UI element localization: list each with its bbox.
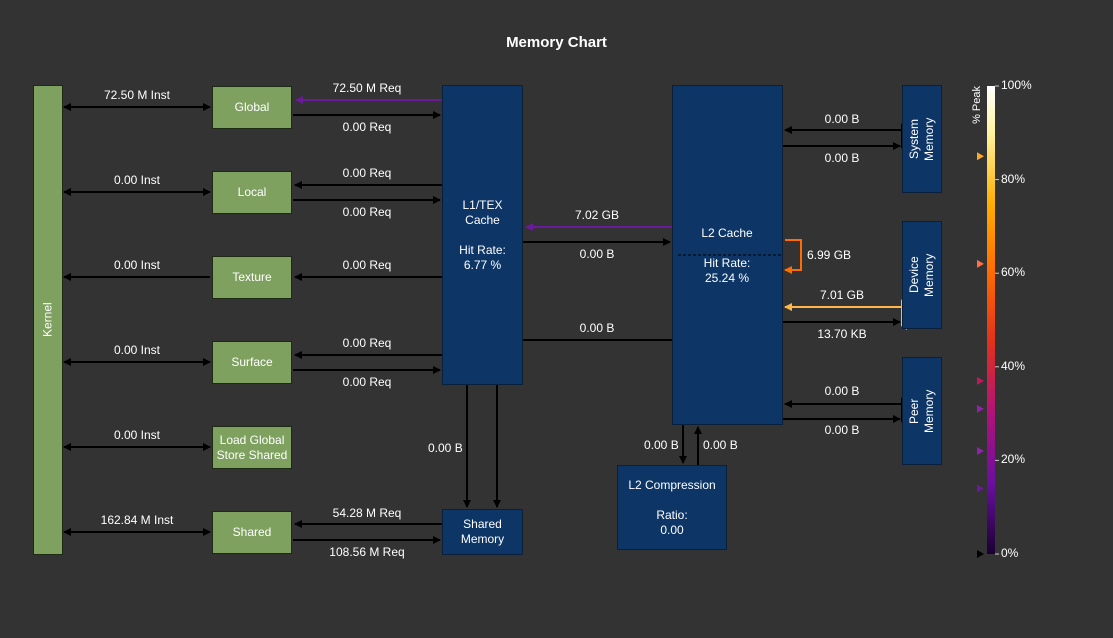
system-memory-label: System Memory <box>907 117 936 161</box>
peak-tick-label: 20% <box>1001 452 1026 467</box>
sys-read-label: 0.00 B <box>824 112 860 126</box>
local-unit[interactable]: Local <box>212 171 292 214</box>
peak-gradient-bar <box>987 86 995 554</box>
peak-marker <box>977 447 984 456</box>
peak-marker <box>977 404 984 413</box>
peak-marker <box>977 376 984 385</box>
chart-title: Memory Chart <box>506 34 607 51</box>
l2-l1-label: 7.02 GB <box>574 208 620 222</box>
kernel-local-label: 0.00 Inst <box>113 173 161 187</box>
l2-compression-unit[interactable]: L2 Compression Ratio: 0.00 <box>617 465 727 550</box>
surface-l1-load-label: 0.00 Req <box>342 336 392 350</box>
shared-memory-unit[interactable]: Shared Memory <box>442 509 523 555</box>
kernel-global-label: 72.50 M Inst <box>103 88 171 102</box>
peer-memory-unit[interactable]: Peer Memory <box>902 357 942 465</box>
texture-l1-label: 0.00 Req <box>342 258 392 272</box>
sys-write-label: 0.00 B <box>824 151 860 165</box>
surface-l1-store-label: 0.00 Req <box>342 375 392 389</box>
local-l1-load-label: 0.00 Req <box>342 166 392 180</box>
peak-tick-label: 40% <box>1001 358 1026 373</box>
l1-l2-label: 0.00 B <box>579 247 615 261</box>
peak-marker <box>977 550 984 558</box>
l2-self-label: 6.99 GB <box>807 248 852 262</box>
peak-tick-label: 0% <box>1001 546 1019 560</box>
local-label: Local <box>237 185 267 199</box>
kernel-lgss-label: 0.00 Inst <box>113 428 161 442</box>
l2-comp-down-label: 0.00 B <box>644 438 679 452</box>
l1tex-cache-unit[interactable]: L1/TEX Cache Hit Rate: 6.77 % <box>442 85 523 385</box>
local-l1-store-label: 0.00 Req <box>342 205 392 219</box>
shared-unit[interactable]: Shared <box>212 511 292 554</box>
peak-axis-label: % Peak <box>971 86 983 124</box>
lgss-label: Load Global Store Shared <box>216 432 288 462</box>
peer-read-label: 0.00 B <box>824 384 860 398</box>
l2-cache-name: L2 Cache <box>701 226 753 240</box>
l2-self-link <box>784 239 802 274</box>
l2-compression-label: L2 Compression Ratio: 0.00 <box>628 477 716 537</box>
shared-memory-label: Shared Memory <box>460 517 505 546</box>
lgss-unit[interactable]: Load Global Store Shared <box>212 426 292 469</box>
device-memory-label: Device Memory <box>907 253 936 297</box>
l1-sharedmem-label: 0.00 B <box>428 441 463 455</box>
global-l1-load-label: 72.50 M Req <box>332 81 402 95</box>
peak-marker <box>977 259 984 268</box>
surface-label: Surface <box>231 355 273 369</box>
kernel-label: Kernel <box>40 302 55 338</box>
texture-unit[interactable]: Texture <box>212 256 292 299</box>
shared-sm-store-label: 108.56 M Req <box>329 545 405 559</box>
peak-ticks <box>995 85 999 555</box>
kernel-surface-label: 0.00 Inst <box>113 343 161 357</box>
system-memory-unit[interactable]: System Memory <box>902 85 942 193</box>
dev-write-label: 13.70 KB <box>817 327 867 341</box>
global-l1-store-label: 0.00 Req <box>342 120 392 134</box>
peak-marker <box>977 152 984 161</box>
peer-memory-label: Peer Memory <box>907 389 936 433</box>
device-memory-unit[interactable]: Device Memory <box>902 221 942 329</box>
l1tex-label: L1/TEX Cache Hit Rate: 6.77 % <box>459 197 506 272</box>
l2-comp-up-label: 0.00 B <box>703 438 738 452</box>
l2-cache-hit-rate: Hit Rate: 25.24 % <box>703 256 751 285</box>
peak-markers <box>977 152 984 558</box>
peak-tick-label: 60% <box>1001 265 1026 280</box>
shared-label: Shared <box>232 525 272 539</box>
kernel-unit[interactable]: Kernel <box>33 85 63 555</box>
l2-cache-unit[interactable] <box>672 85 783 425</box>
shared-sm-load-label: 54.28 M Req <box>332 506 402 520</box>
peer-write-label: 0.00 B <box>824 423 860 437</box>
global-unit[interactable]: Global <box>212 86 292 129</box>
peak-tick-label: 80% <box>1001 171 1026 186</box>
global-label: Global <box>234 100 270 114</box>
kernel-texture-label: 0.00 Inst <box>113 258 161 272</box>
dev-read-label: 7.01 GB <box>819 288 865 302</box>
peak-tick-label: 100% <box>1001 78 1032 92</box>
kernel-shared-label: 162.84 M Inst <box>100 513 174 527</box>
peak-marker <box>977 484 984 493</box>
texture-label: Texture <box>232 270 272 284</box>
l2-sharedmem-label: 0.00 B <box>579 321 615 335</box>
surface-unit[interactable]: Surface <box>212 341 292 384</box>
